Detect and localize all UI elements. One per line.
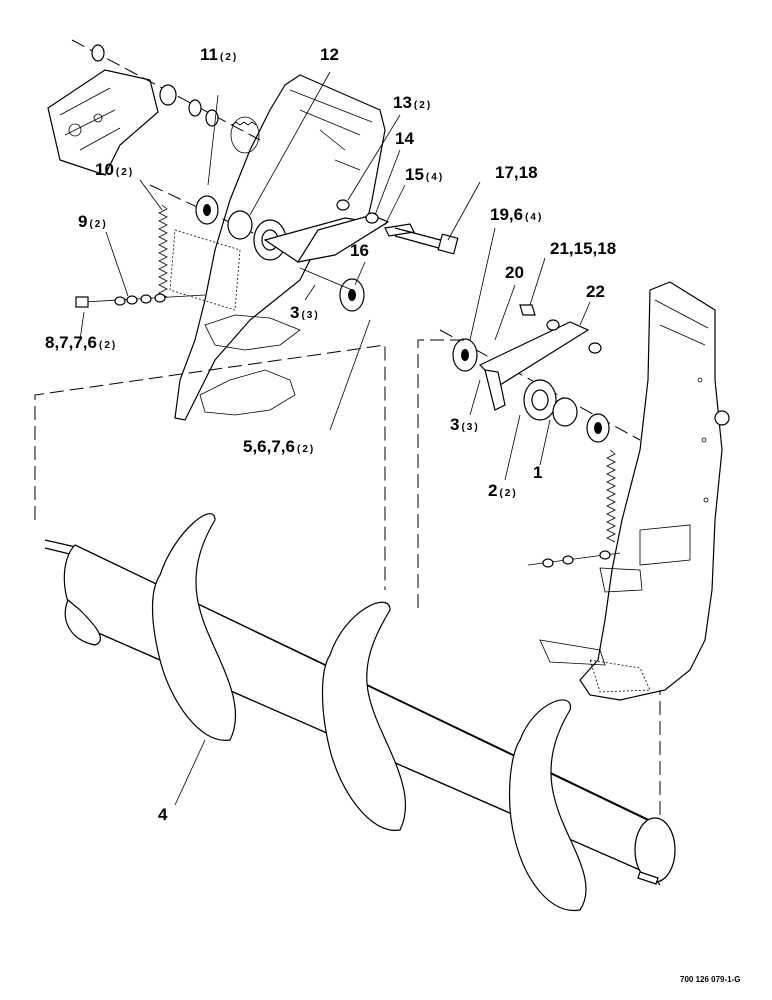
callout-17-18: 17,18 [495, 163, 538, 182]
right-bearing-assembly [439, 304, 641, 443]
callout-12: 12 [320, 45, 339, 64]
callout-8-7-7-6: 8,7,7,6(2) [45, 333, 117, 352]
callout-19-6: 19,6(4) [490, 205, 543, 224]
callout-9: 9(2) [78, 212, 108, 231]
callout-labels: 11(2) 12 13(2) 14 10(2) 15(4) 17,18 9(2)… [45, 45, 616, 824]
reference-boxes [34, 339, 661, 815]
top-shaft-hardware [71, 39, 261, 154]
callout-22: 22 [586, 282, 605, 301]
callout-5-6-7-6: 5,6,7,6(2) [243, 437, 315, 456]
leader-lines [79, 71, 591, 806]
callout-11: 11(2) [200, 45, 238, 64]
right-side-panel [539, 281, 730, 701]
callout-21-15-18: 21,15,18 [550, 239, 616, 258]
callout-16: 16 [350, 241, 369, 260]
auger [44, 513, 676, 911]
callout-2: 2(2) [488, 481, 518, 500]
callout-14: 14 [395, 129, 414, 148]
document-number: 700 126 079-1-G [680, 975, 741, 984]
callout-20: 20 [505, 263, 524, 282]
callout-3-right: 3(3) [450, 415, 480, 434]
left-spring [75, 204, 206, 308]
left-bearing-assembly [149, 184, 415, 312]
callout-10: 10(2) [95, 160, 134, 179]
callout-4: 4 [158, 805, 168, 824]
right-spring [527, 449, 621, 568]
top-left-bracket-plate [47, 69, 159, 176]
left-side-panel [169, 74, 386, 421]
callout-13: 13(2) [393, 93, 432, 112]
callout-3-left: 3(3) [290, 303, 320, 322]
callout-15: 15(4) [405, 165, 444, 184]
callout-1: 1 [533, 463, 542, 482]
